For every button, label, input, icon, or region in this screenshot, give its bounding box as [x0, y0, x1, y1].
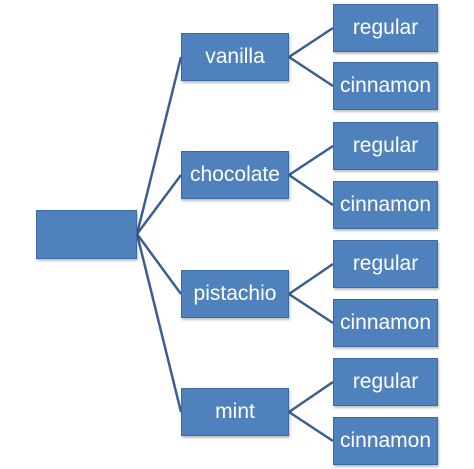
flavor-node-mint: mint — [181, 388, 289, 436]
variant-node-vanilla-regular: regular — [333, 4, 438, 52]
connector-root-mint — [135, 233, 183, 413]
connector-pistachio-cinnamon — [288, 292, 334, 325]
connector-mint-cinnamon — [288, 410, 334, 443]
variant-node-vanilla-cinnamon: cinnamon — [333, 62, 438, 110]
flavor-node-pistachio: pistachio — [181, 270, 289, 318]
connector-root-chocolate — [135, 174, 183, 235]
connector-chocolate-regular — [288, 144, 334, 177]
variant-node-chocolate-regular: regular — [333, 122, 438, 170]
variant-node-pistachio-regular: regular — [333, 240, 438, 288]
connector-chocolate-cinnamon — [288, 173, 334, 207]
connector-root-vanilla — [135, 56, 183, 235]
connector-mint-regular — [288, 380, 334, 414]
connector-pistachio-regular — [288, 262, 334, 296]
flavor-node-chocolate: chocolate — [181, 151, 289, 199]
connector-vanilla-regular — [288, 26, 334, 59]
flavor-node-vanilla: vanilla — [181, 33, 289, 81]
variant-node-pistachio-cinnamon: cinnamon — [333, 299, 438, 347]
variant-node-mint-cinnamon: cinnamon — [333, 417, 438, 465]
root-node — [36, 210, 137, 259]
variant-node-chocolate-cinnamon: cinnamon — [333, 181, 438, 229]
connector-root-pistachio — [135, 233, 183, 295]
variant-node-mint-regular: regular — [333, 358, 438, 406]
connector-vanilla-cinnamon — [288, 55, 334, 88]
